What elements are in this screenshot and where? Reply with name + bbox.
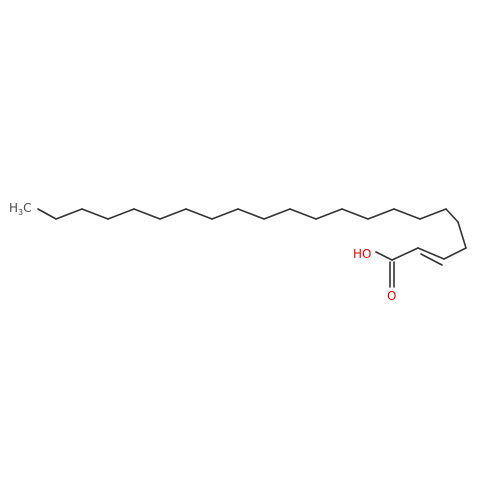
carbonyl-oxygen-label: O: [387, 289, 396, 303]
chain-bond: [391, 247, 419, 261]
chain-bond: [341, 208, 369, 220]
chain-bond: [457, 221, 467, 249]
methyl-subscript: 3: [18, 208, 23, 217]
chain-bond: [133, 208, 161, 220]
alkene-bond: [417, 247, 445, 260]
chain-bond: [445, 208, 459, 223]
chain-bond: [263, 208, 291, 220]
chain-bond: [237, 208, 265, 220]
hydroxyl-bond: [375, 251, 393, 261]
chain-bond: [393, 208, 421, 220]
chain-bond: [159, 208, 187, 220]
chain-bond: [211, 208, 239, 220]
chain-bond: [289, 208, 317, 220]
chain-bond: [419, 208, 447, 220]
chain-bond: [367, 208, 395, 220]
chain-bond: [55, 208, 83, 220]
chain-bond: [443, 247, 467, 260]
chain-bond: [315, 208, 343, 220]
alkene-bond-second: [420, 253, 443, 266]
chain-bond: [81, 208, 109, 220]
methyl-h: H: [9, 201, 18, 215]
chain-bond: [107, 208, 135, 220]
bond-lines: [37, 208, 467, 288]
chain-bond: [185, 208, 213, 220]
methyl-label: H3C: [9, 201, 32, 217]
hydroxyl-label: HO: [353, 247, 371, 261]
chain-bond: [37, 208, 57, 220]
methyl-c: C: [23, 201, 31, 215]
